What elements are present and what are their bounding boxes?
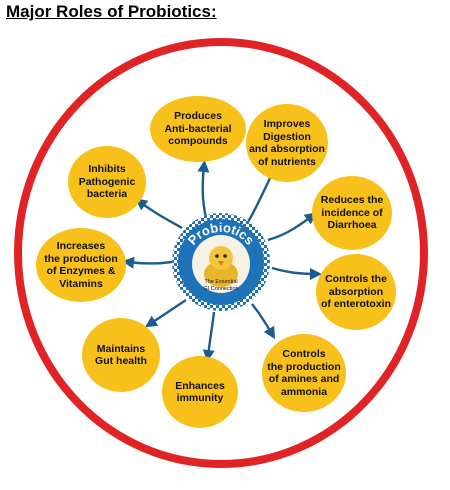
arrow-controls-enterotoxin	[271, 266, 322, 280]
role-label: Produces Anti-bacterial compounds	[164, 110, 232, 148]
probiotics-badge: Probiotics The Essential GI Connection	[172, 213, 270, 311]
role-label: Inhibits Pathogenic bacteria	[78, 163, 136, 201]
page-title: Major Roles of Probiotics:	[6, 2, 217, 21]
role-improves-digestion: Improves Digestion and absorption of nut…	[246, 104, 328, 182]
arrow-produces-antibacterial	[197, 160, 210, 219]
role-reduces-diarrhoea: Reduces the incidence of Diarrhoea	[312, 176, 392, 250]
arrow-inhibits-pathogenic	[135, 198, 183, 230]
role-label: Controls the absorption of enterotoxin	[321, 273, 391, 311]
chick-icon	[204, 246, 238, 287]
role-produces-antibacterial: Produces Anti-bacterial compounds	[150, 96, 246, 162]
role-increases-enzymes: Increases the production of Enzymes & Vi…	[36, 228, 126, 302]
role-label: Increases the production of Enzymes & Vi…	[44, 240, 118, 290]
role-label: Controls the production of amines and am…	[267, 348, 341, 398]
role-enhances-immunity: Enhances immunity	[162, 356, 238, 428]
role-inhibits-pathogenic: Inhibits Pathogenic bacteria	[68, 146, 146, 218]
role-label: Maintains Gut health	[95, 342, 147, 368]
badge-tagline-2: GI Connection	[203, 286, 238, 292]
arrow-controls-amines	[251, 303, 276, 340]
role-label: Enhances immunity	[175, 379, 225, 405]
outer-ring	[14, 38, 428, 468]
arrow-maintains-gut	[145, 299, 187, 328]
role-label: Reduces the incidence of Diarrhoea	[320, 194, 384, 232]
arrow-increases-enzymes	[122, 256, 173, 269]
arrow-reduces-diarrhoea	[267, 212, 317, 242]
arrow-enhances-immunity	[202, 311, 216, 362]
role-controls-enterotoxin: Controls the absorption of enterotoxin	[316, 254, 396, 330]
badge-tagline-1: The Essential	[204, 279, 237, 285]
role-maintains-gut: Maintains Gut health	[82, 318, 160, 392]
role-controls-amines: Controls the production of amines and am…	[262, 334, 346, 412]
role-label: Improves Digestion and absorption of nut…	[249, 118, 325, 168]
